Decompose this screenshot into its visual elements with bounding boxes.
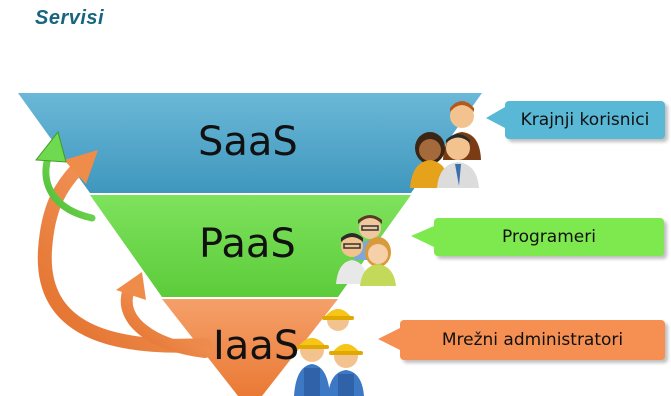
layer-paas-band [90, 195, 411, 297]
callout-programeri: Programeri [434, 218, 664, 256]
layer-label-paas: PaaS [199, 221, 296, 267]
developers-group-icon [336, 215, 396, 286]
users-group-icon [410, 101, 481, 188]
slide-title: Servisi [35, 7, 105, 29]
callout-pointer-iaas [378, 328, 400, 350]
admins-group-icon [294, 309, 364, 396]
layer-label-saas: SaaS [198, 119, 298, 165]
layer-saas-band [18, 93, 482, 193]
curved-arrow-icon [35, 130, 212, 358]
callout-krajnji-korisnici: Krajnji korisnici [505, 101, 665, 139]
callout-pointer-paas [411, 226, 434, 247]
callout-pointer-saas [486, 107, 505, 128]
layer-iaas-band [162, 299, 338, 396]
layer-label-iaas: IaaS [213, 323, 300, 369]
callout-mrezni-administratori: Mrežni administratori [400, 320, 665, 360]
